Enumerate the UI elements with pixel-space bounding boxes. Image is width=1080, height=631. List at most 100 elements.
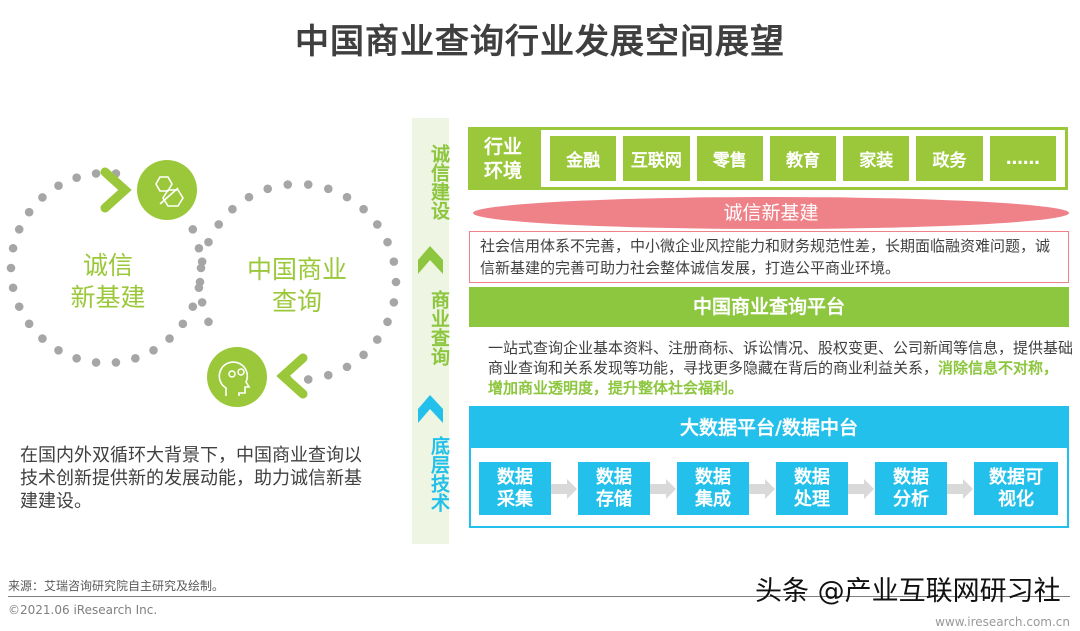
dot [54,181,63,191]
dot [91,358,101,367]
dot [323,184,333,194]
dot [24,319,34,329]
industry-item: 互联网 [623,136,690,181]
copyright: ©2021.06 iResearch Inc. [8,603,158,617]
dot [149,345,158,355]
dot [6,263,16,273]
dot [214,220,224,229]
hexagon-network-icon [137,160,197,220]
dot [359,204,368,214]
arrow-right-icon [650,478,677,499]
arrow-right-icon [749,478,776,499]
credit-infra-text: 社会信用体系不完善，中小微企业风控能力和财务规范性差，长期面临融资难问题，诚信新… [469,231,1069,283]
chevron-up-icon [418,395,443,423]
head-gears-icon [207,347,267,407]
dot [389,257,399,266]
step-box: 数据存储 [578,462,650,515]
arrow-right-icon [848,478,875,499]
dot [194,243,204,253]
chevron-up-icon [418,246,443,274]
footer-divider [8,596,1070,597]
page-title: 中国商业查询行业发展空间展望 [295,22,785,62]
arrow-right-icon [551,478,578,499]
dot [303,375,313,384]
dot [204,317,213,327]
step-box: 数据可视化 [974,462,1058,515]
dot [383,237,392,247]
dot [111,358,121,367]
site-url: www.iresearch.com.cn [935,615,1070,629]
arrow-left-icon [276,353,308,399]
label-line: 查询 [271,287,322,316]
dot [263,184,273,194]
dot [195,277,205,287]
dot [178,319,188,329]
step-box: 数据处理 [776,462,848,515]
side-label-tech: 底层技术 [428,436,450,512]
industry-item: 金融 [550,136,617,181]
industry-item: …… [989,136,1056,181]
dot [72,354,81,363]
industry-item: 教育 [769,136,837,181]
dot [72,173,81,182]
dot [131,354,140,363]
platform-highlight: 消除信息不对称，增加商业透明度，提升整体社会福利。 [488,359,1059,397]
cycle-diagram [6,160,401,407]
dot [14,302,24,311]
cycle-label-credit: 诚信新基建 [48,250,168,314]
industry-list: 金融 互联网 零售 教育 家装 政务 …… [538,127,1068,190]
dot [91,169,101,178]
dot [8,283,18,293]
label-line: 中国商业 [246,255,347,284]
dot [38,334,47,343]
source-note: 来源：艾瑞咨询研究院自主研究及绘制。 [8,579,225,593]
dot [359,350,368,360]
dot [14,225,24,234]
platform-banner: 中国商业查询平台 [469,287,1069,327]
platform-text: 一站式查询企业基本资料、注册商标、诉讼情况、股权变更、公司新闻等信息，提供基础商… [488,339,1074,377]
arrow-right-icon [947,478,974,499]
dot [165,334,174,343]
side-label-credit: 诚信建设 [428,144,450,220]
side-layer-bar: 诚信建设 商业查询 底层技术 [412,118,450,544]
watermark: 头条 @产业互联网研习社 [755,576,1061,607]
dot [283,180,293,189]
industry-item: 政务 [916,136,983,181]
summary-paragraph: 在国内外双循环大背景下，中国商业查询以技术创新提供新的发展动能，助力诚信新基建建… [20,445,362,512]
dot [197,257,207,266]
dot [8,243,18,253]
step-box: 数据采集 [479,462,551,515]
dot [342,192,352,202]
dot [372,220,382,229]
step-box: 数据集成 [677,462,749,515]
dot [389,298,399,307]
dot [244,192,254,202]
dot [38,193,47,202]
cycle-label-query: 中国商业查询 [232,254,362,318]
platform-description: 一站式查询企业基本资料、注册商标、诉讼情况、股权变更、公司新闻等信息，提供基础商… [488,338,1073,398]
dot [54,345,63,355]
label-line: 诚信 [82,251,133,280]
dot [228,204,237,214]
dot [372,335,382,344]
dot [342,362,352,372]
dot [188,225,198,234]
step-box: 数据分析 [875,462,947,515]
dot [323,370,333,380]
bigdata-title: 大数据平台/数据中台 [471,408,1067,448]
industry-label: 行业环境 [468,127,538,190]
side-label-query: 商业查询 [428,290,450,366]
dot [303,180,313,189]
industry-item: 家装 [843,136,910,181]
dot [188,302,198,311]
arrow-right-icon [100,167,132,213]
dot [383,317,392,327]
credit-infra-banner: 诚信新基建 [473,197,1069,229]
dot [204,237,213,247]
industry-item: 零售 [696,136,763,181]
dot [197,298,207,307]
dot [24,207,34,217]
dot [391,277,401,287]
dot [196,263,206,273]
dotted-circles [6,169,401,384]
